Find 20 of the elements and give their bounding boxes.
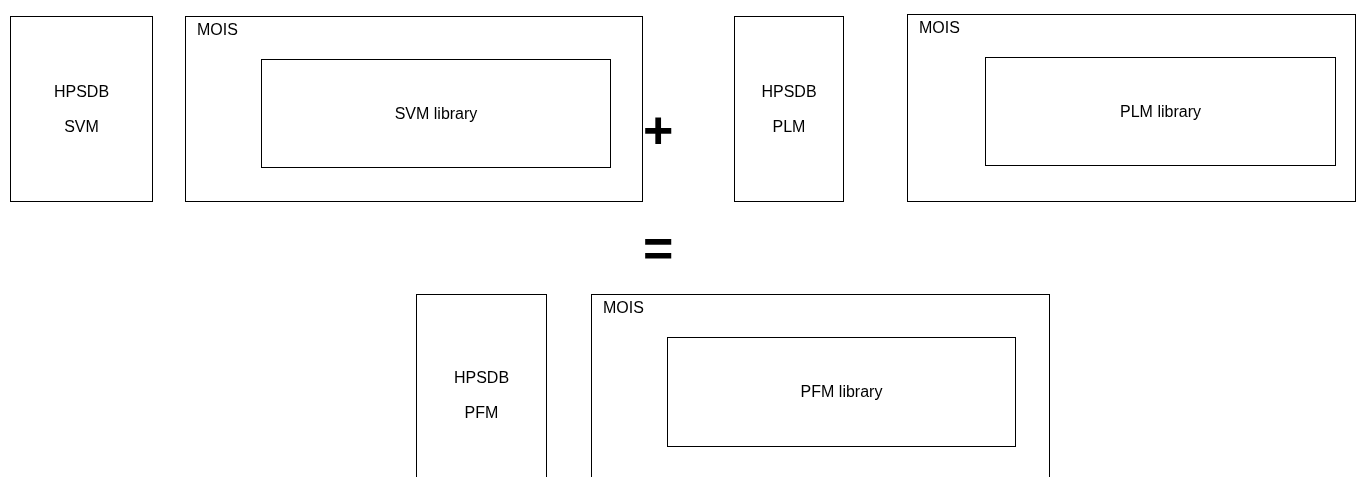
database-box	[416, 294, 547, 477]
container-box	[907, 14, 1356, 202]
box-heading: MOIS	[919, 18, 960, 38]
node-label: HPSDB SVM	[52, 82, 111, 137]
node-label: HPSDB PFM	[452, 367, 511, 423]
library-box	[985, 57, 1336, 166]
container-box	[185, 16, 643, 202]
container-box	[591, 294, 1050, 477]
database-box	[10, 16, 153, 202]
library-box	[667, 337, 1016, 447]
node-label: PFM library	[800, 382, 883, 402]
node-label: PLM library	[1120, 101, 1201, 122]
node-label: SVM library	[394, 103, 478, 124]
database-box	[734, 16, 844, 202]
library-box	[261, 59, 611, 168]
node-label: HPSDB PLM	[760, 82, 818, 137]
box-heading: MOIS	[603, 298, 644, 318]
operator-symbol: =	[643, 222, 674, 274]
operator-symbol: +	[643, 104, 674, 156]
box-heading: MOIS	[197, 20, 238, 40]
